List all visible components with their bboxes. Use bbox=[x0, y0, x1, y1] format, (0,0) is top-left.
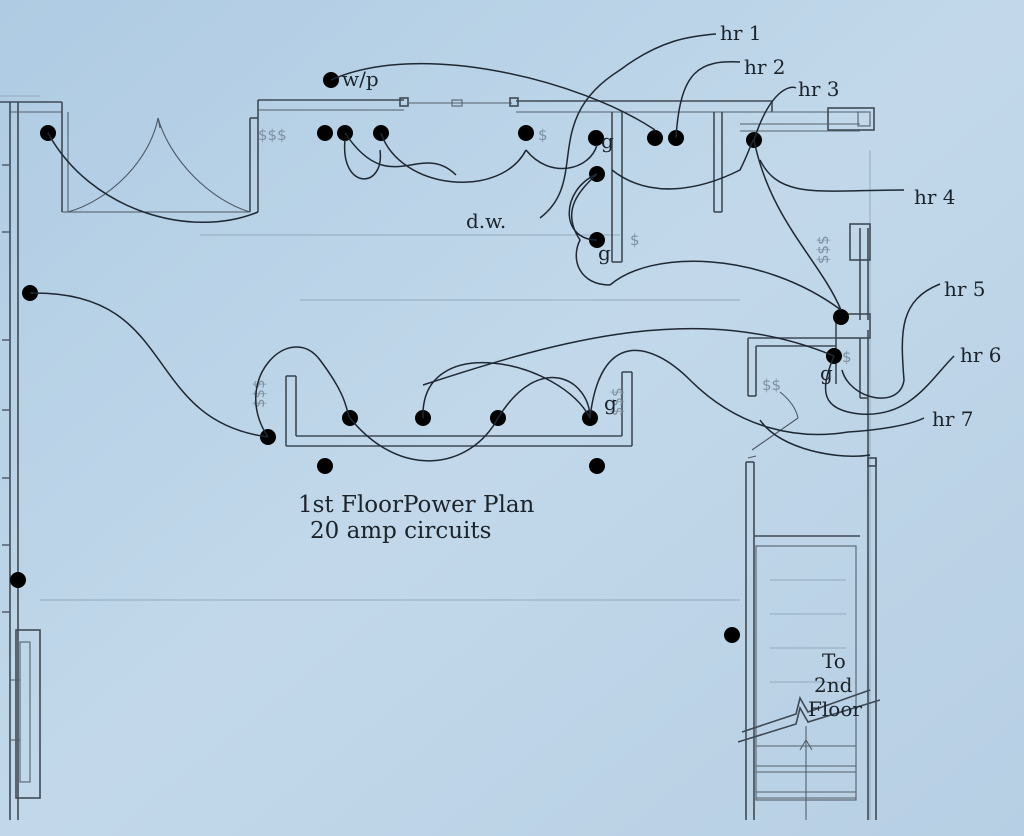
title-line-1: 1st FloorPower Plan bbox=[298, 492, 535, 518]
switch-group-7: $$ bbox=[762, 376, 781, 394]
wiring bbox=[29, 33, 955, 462]
title-line-2: 20 amp circuits bbox=[310, 518, 491, 544]
label-g-3: g bbox=[604, 391, 617, 415]
stair-note: To 2nd Floor bbox=[808, 649, 862, 721]
plan-title: 1st FloorPower Plan 20 amp circuits bbox=[298, 492, 535, 544]
label-g-2: g bbox=[598, 241, 611, 265]
stair-note-line-3: Floor bbox=[808, 697, 862, 721]
switches: $$$ $ $ $$$ $$$ $$$ $$ $ bbox=[250, 126, 852, 416]
switch-group-5: $$$ bbox=[608, 387, 626, 416]
label-dw: d.w. bbox=[466, 209, 506, 233]
top-wall bbox=[249, 97, 875, 212]
label-hr1: hr 1 bbox=[720, 21, 762, 45]
label-g-1: g bbox=[601, 129, 614, 153]
label-wp: w/p bbox=[342, 67, 379, 91]
stair-note-line-2: 2nd bbox=[814, 673, 853, 697]
switch-group-6: $$$ bbox=[814, 235, 832, 264]
switch-group-1: $$$ bbox=[258, 126, 287, 144]
label-g-4: g bbox=[820, 361, 833, 385]
switch-group-2: $ bbox=[538, 126, 548, 144]
switch-group-3: $ bbox=[630, 231, 640, 249]
label-hr3: hr 3 bbox=[798, 77, 840, 101]
center-counter bbox=[285, 371, 633, 447]
label-hr5: hr 5 bbox=[944, 277, 986, 301]
label-hr6: hr 6 bbox=[960, 343, 1002, 367]
interior-walls bbox=[611, 112, 871, 460]
stair-hall bbox=[737, 457, 881, 820]
switch-group-8: $ bbox=[842, 348, 852, 366]
door-swings bbox=[67, 117, 799, 459]
label-hr2: hr 2 bbox=[744, 55, 786, 79]
annotations: w/p hr 1 hr 2 hr 3 hr 4 hr 5 hr 6 hr 7 d… bbox=[342, 21, 1002, 431]
label-hr4: hr 4 bbox=[914, 185, 956, 209]
stair-note-line-1: To bbox=[822, 649, 846, 673]
label-hr7: hr 7 bbox=[932, 407, 974, 431]
faint-lines bbox=[0, 95, 871, 820]
switch-group-4: $$$ bbox=[250, 379, 268, 408]
